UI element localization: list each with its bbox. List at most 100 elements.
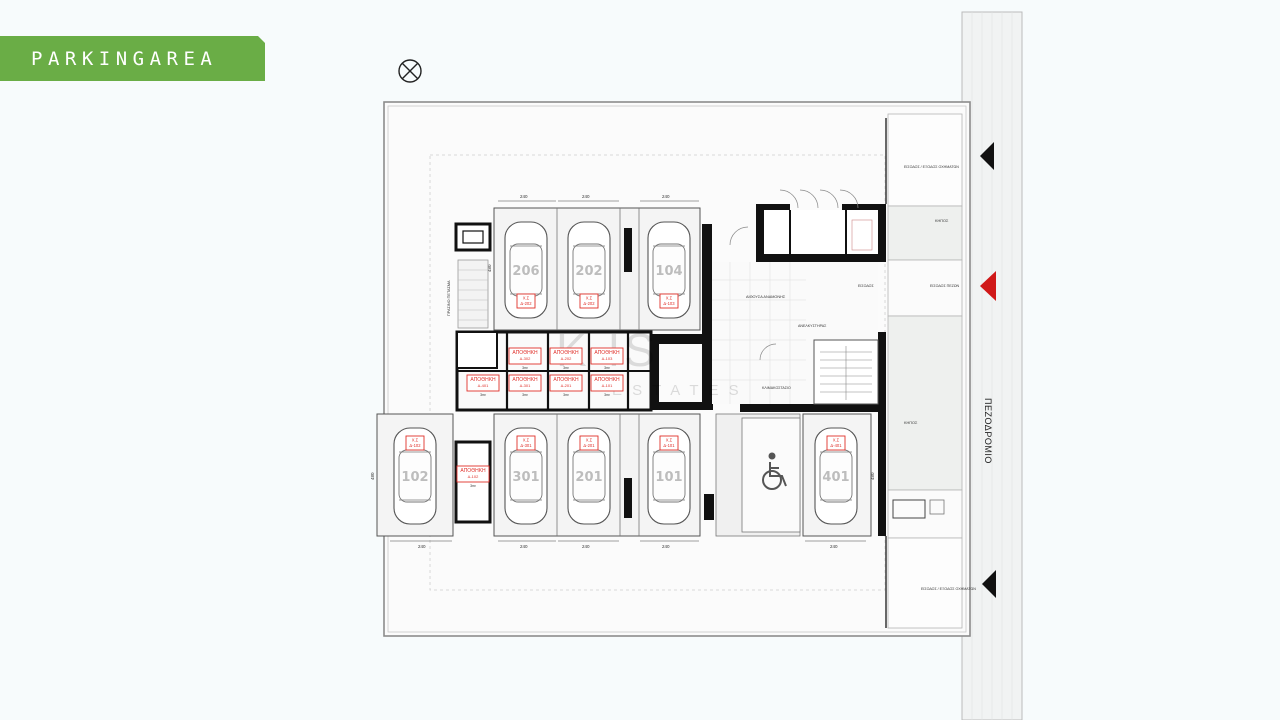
parking-tag-code: Δ-202 (583, 301, 595, 306)
dimension-width: 240 (662, 194, 670, 199)
storage-code: Δ-401 (478, 383, 489, 388)
dimension-length: 480 (870, 472, 875, 480)
lobby-label: ΑΙΘΟΥΣΑ ΑΝΑΜΟΝΗΣ (746, 295, 786, 299)
parking-tag-type: Χ.Σ (523, 438, 530, 443)
parking-tag (659, 435, 679, 451)
dimension-width: 240 (520, 544, 528, 549)
entrance-bottom-label: ΕΙΣΟΔΟΣ / ΕΞΟΔΟΣ ΟΧΗΜΑΤΩΝ (921, 587, 976, 591)
storage-label: ΑΠΟΘΗΚΗ (512, 377, 538, 383)
stair-label: ΚΛΙΜΑΚΟΣΤΑΣΙΟ (762, 386, 791, 390)
parking-spot-number: 104 (655, 264, 682, 279)
banner-title: PARKINGAREA (31, 47, 218, 70)
parking-tag (516, 435, 536, 451)
storage-label: ΑΠΟΘΗΚΗ (512, 350, 538, 356)
vehicle-entrance-top (887, 113, 963, 207)
parking-spot-bottom-101: 101 Χ.ΣΔ-101 (647, 427, 691, 525)
pedestrian-entrance-label: ΕΙΣΟΔΟΣ ΠΕΖΩΝ (930, 284, 960, 288)
north-arrow-icon (398, 59, 422, 83)
parking-tag (826, 435, 846, 451)
vehicle-entrance-bottom (887, 537, 963, 629)
parking-tag-code: Δ-401 (830, 443, 842, 448)
storage-area: 3m² (480, 393, 487, 397)
storage-label: ΑΠΟΘΗΚΗ (470, 377, 496, 383)
storage-area: 3m² (470, 484, 477, 488)
storage-code: Δ-202 (561, 356, 572, 361)
storage-area: 3m² (563, 366, 570, 370)
parking-spot-bottom-201: 201 Χ.ΣΔ-201 (567, 427, 611, 525)
garden-top (887, 205, 963, 261)
section-banner: PARKINGAREA (0, 36, 265, 81)
parking-tag-code: Δ-301 (520, 443, 532, 448)
parking-spot-number: 301 (512, 470, 539, 485)
storage-code: Δ-302 (520, 356, 531, 361)
dimension-width: 240 (662, 544, 670, 549)
garden-right-label: ΚΗΠΟΣ (904, 421, 918, 425)
parking-spot-bottom-301: 301 Χ.ΣΔ-301 (504, 427, 548, 525)
storage-area: 3m² (522, 366, 529, 370)
watermark-sub: E S T A T E S (612, 382, 742, 399)
parking-tag-type: Χ.Σ (412, 438, 419, 443)
street-label: ΠΕΖΟΔΡΟΜΙΟ (983, 398, 993, 464)
parking-spot-number: 401 (822, 470, 849, 485)
storage-label: ΑΠΟΘΗΚΗ (594, 377, 620, 383)
storage-code: Δ-201 (561, 383, 572, 388)
parking-spot-number: 206 (512, 264, 539, 279)
storage-area: 3m² (522, 393, 529, 397)
ramp-label: ΠΡΑΣΙΝΟ ΠΕΤΑΣΜΑ (447, 280, 451, 316)
parking-spot-number: 102 (401, 470, 428, 485)
storage-area: 3m² (563, 393, 570, 397)
garden-top-label: ΚΗΠΟΣ (935, 219, 949, 223)
storage-label: ΑΠΟΘΗΚΗ (553, 350, 579, 356)
vehicle-entry-arrow-icon (980, 142, 994, 170)
parking-tag-code: Δ-102 (409, 443, 421, 448)
parking-tag-type: Χ.Σ (666, 296, 673, 301)
dimension-width: 240 (830, 544, 838, 549)
storage-area: 3m² (604, 393, 611, 397)
parking-tag-type: Χ.Σ (666, 438, 673, 443)
storage-code: Δ-103 (602, 356, 613, 361)
vehicle-exit-arrow-icon (982, 570, 996, 598)
garden-right (887, 315, 963, 491)
wheelchair-icon (762, 452, 787, 490)
storage-label: ΑΠΟΘΗΚΗ (553, 377, 579, 383)
parking-spot-bottom-401: 401 Χ.ΣΔ-401 (814, 427, 858, 525)
parking-tag-type: Χ.Σ (586, 296, 593, 301)
storage-label: ΑΠΟΘΗΚΗ (594, 350, 620, 356)
dimension-length: 480 (487, 264, 492, 272)
storage-area: 3m² (604, 366, 611, 370)
parking-tag-code: Δ-101 (663, 443, 675, 448)
parking-tag-type: Χ.Σ (586, 438, 593, 443)
parking-tag (579, 435, 599, 451)
parking-tag-code: Δ-202 (520, 301, 532, 306)
parking-spot-number: 101 (655, 470, 682, 485)
storage-code: Δ-102 (468, 474, 479, 479)
parking-tag (405, 435, 425, 451)
pedestrian-entry-arrow-icon (980, 271, 996, 301)
parking-tag-code: Δ-201 (583, 443, 595, 448)
storage-code: Δ-101 (602, 383, 613, 388)
entrance-top-label: ΕΙΣΟΔΟΣ / ΕΞΟΔΟΣ ΟΧΗΜΑΤΩΝ (904, 165, 959, 169)
parking-spot-number: 201 (575, 470, 602, 485)
lift-label: ΑΝΕΛΚΥΣΤΗΡΑΣ (798, 324, 827, 328)
parking-spot-bottom-102: 102 Χ.ΣΔ-102 (393, 427, 437, 525)
storage-code: Δ-301 (520, 383, 531, 388)
storage-label: ΑΠΟΘΗΚΗ (460, 468, 486, 474)
sidewalk: ΠΕΖΟΔΡΟΜΙΟ (961, 11, 1023, 720)
parking-tag-type: Χ.Σ (833, 438, 840, 443)
parking-tag-type: Χ.Σ (523, 296, 530, 301)
pedestrian-entrance (887, 259, 963, 317)
dimension-width: 240 (418, 544, 426, 549)
dimension-width: 240 (582, 194, 590, 199)
parking-tag-code: Δ-103 (663, 301, 675, 306)
